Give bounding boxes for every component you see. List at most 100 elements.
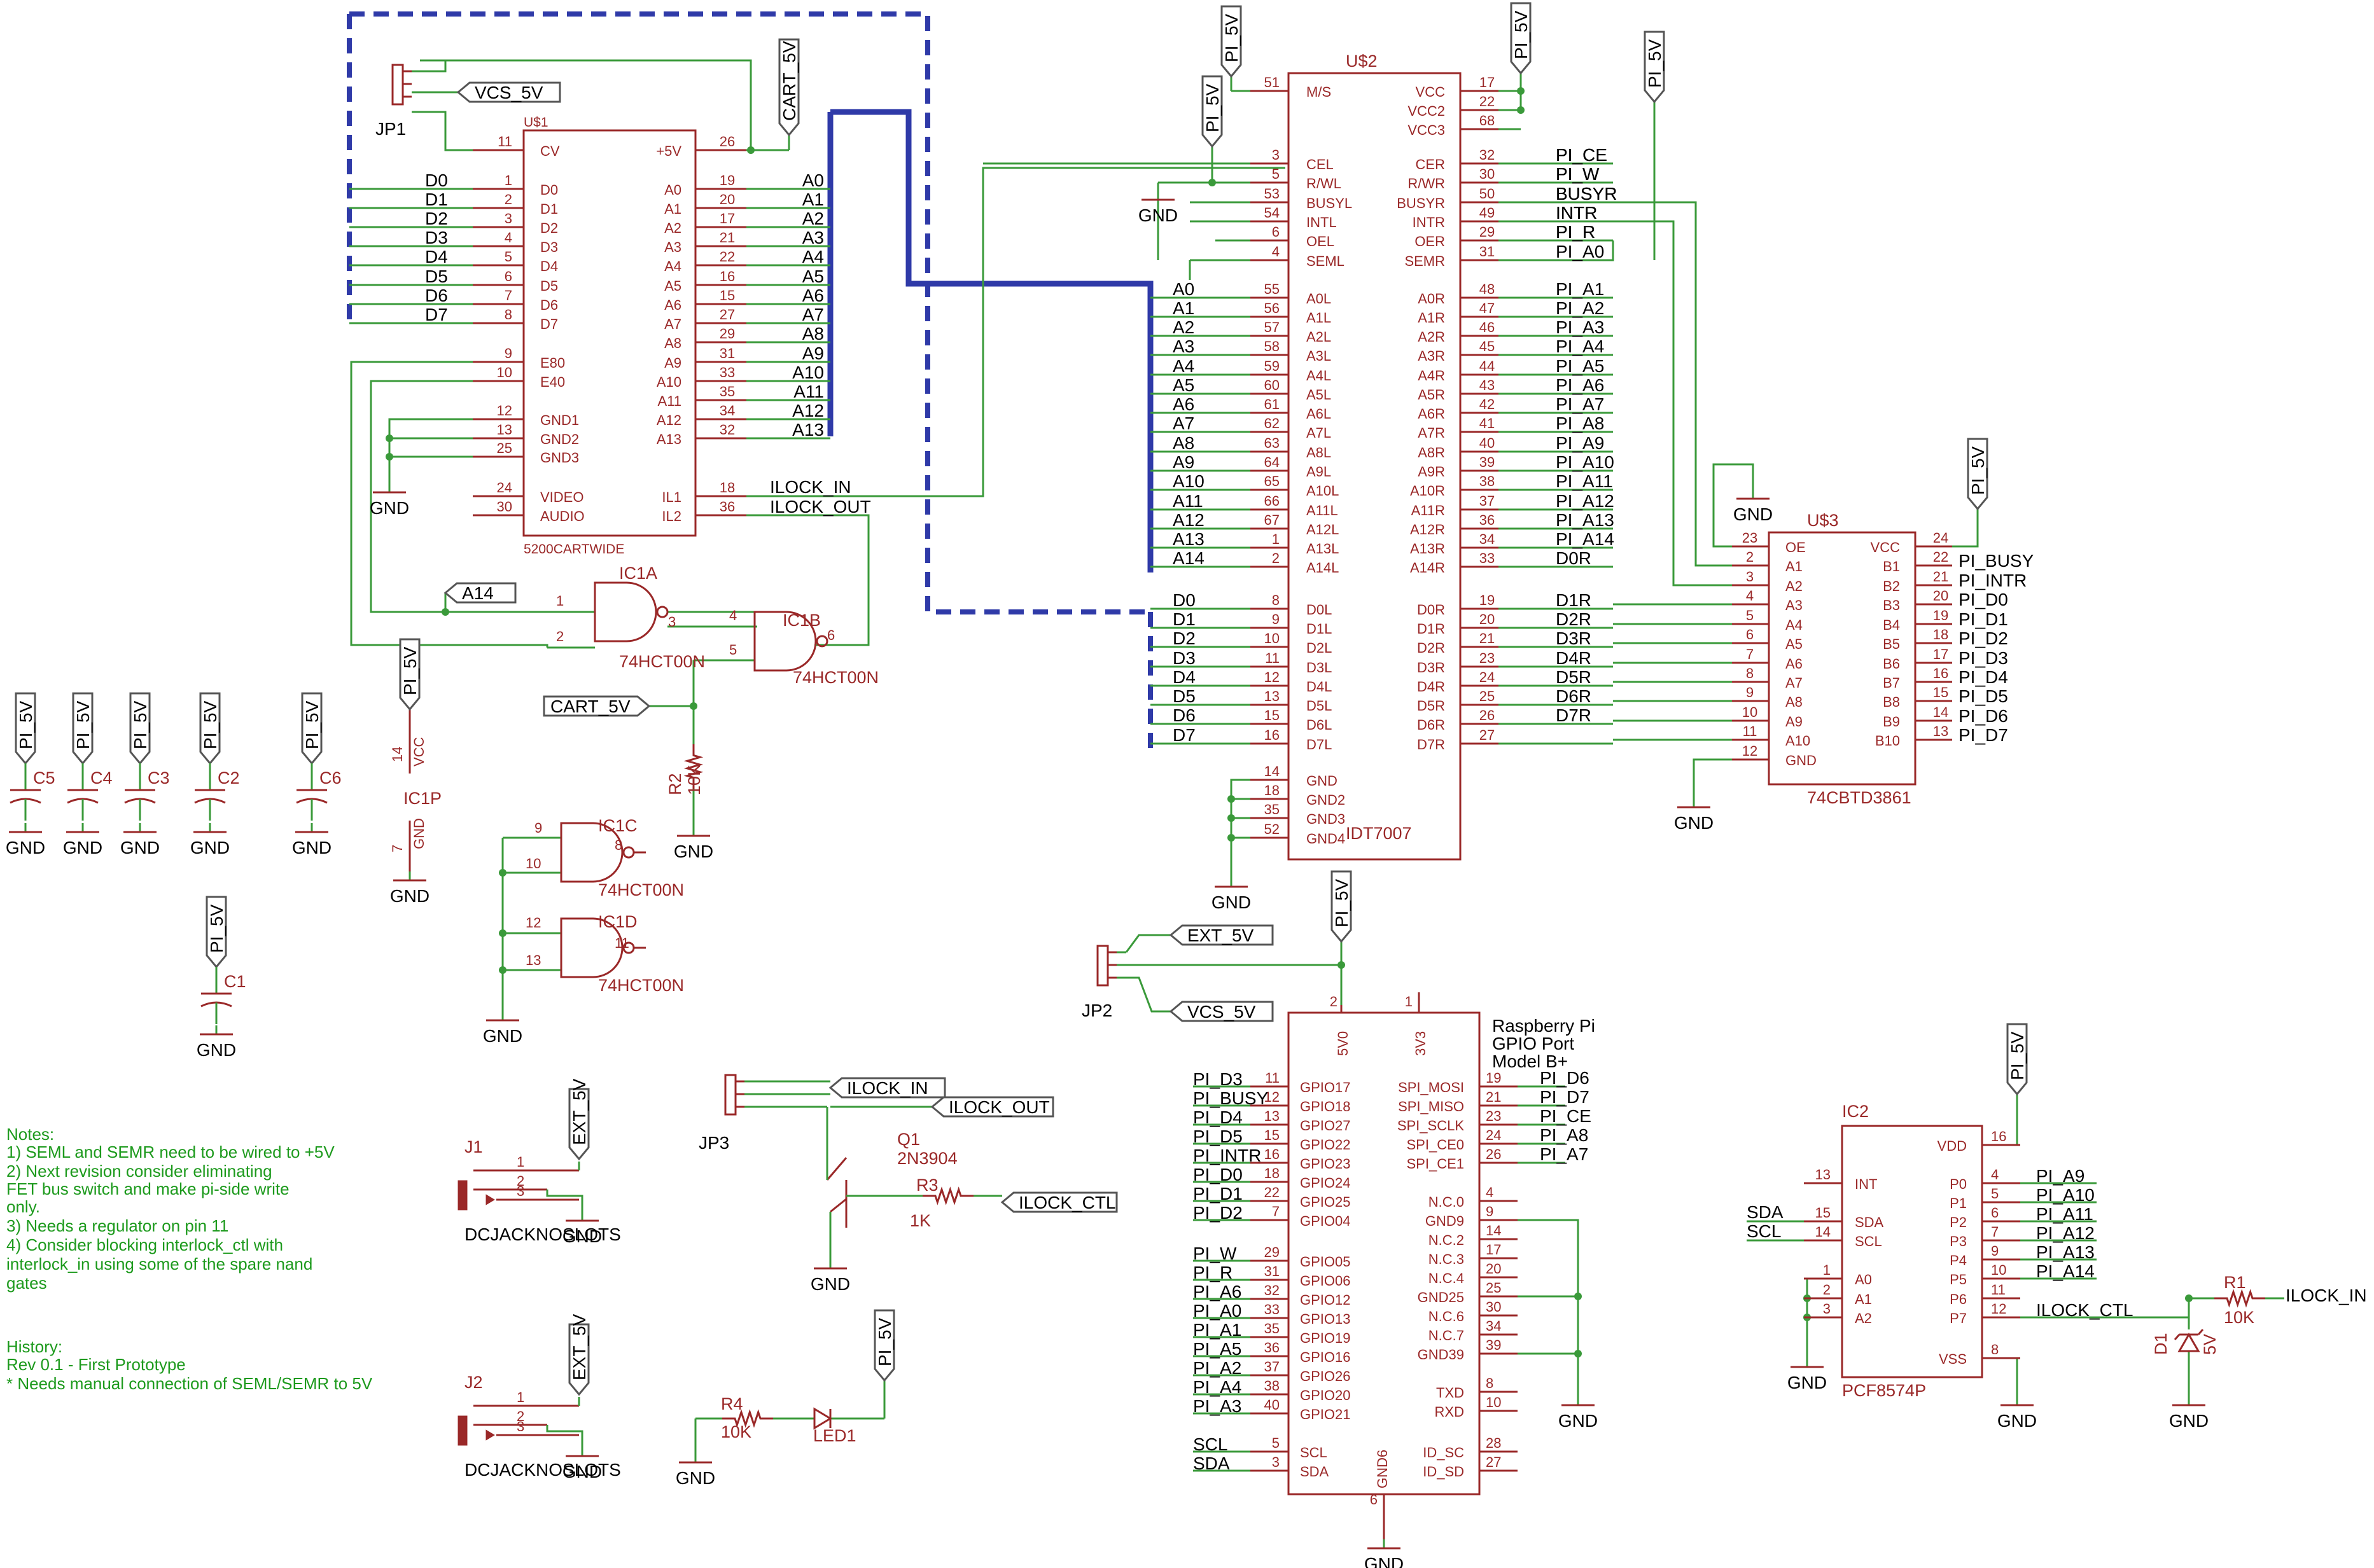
chip-ic2-pin-num: 8 [1991,1342,1999,1357]
gnd-label: GND [390,886,429,906]
chip-u2-pin-name: OER [1414,233,1445,249]
chip-rpi-pin-name: N.C.3 [1428,1251,1464,1267]
chip-ic2-pin-num: 6 [1991,1205,1999,1221]
gnd-label: GND [63,838,102,857]
chip-u1-pin-num: 11 [498,134,512,149]
chip-u1-pin-num: 1 [505,172,512,188]
gate-pin-num: 4 [729,607,737,623]
net-flag-label: ILOCK_CTL [1019,1193,1116,1212]
chip-ic2-pin-num: 7 [1991,1224,1999,1240]
chip-u2-pin-name: A12L [1306,522,1339,538]
gate-ic1a-value: 74HCT00N [619,652,705,671]
gate-ic1d-ref: IC1D [598,912,638,931]
wire [1693,758,1732,798]
chip-u2-pin-num: 57 [1264,319,1280,335]
net-label-rpi: PI_A0 [1193,1301,1241,1321]
gnd-label: GND [562,1226,602,1246]
net-label-u2-right: PI_A8 [1556,413,1604,433]
chip-ic2-pin-name: INT [1855,1176,1877,1192]
net-flag-label: PI_5V [1332,878,1351,927]
chip-u3-pin-num: 12 [1742,743,1757,759]
chip-rpi-pin-name: SPI_SCLK [1397,1118,1464,1134]
chip-u1-pin-num: 21 [720,230,735,246]
net-label-u3: PI_D6 [1959,706,2008,726]
jack-pin-num: 2 [517,1173,524,1189]
chip-rpi-pin-name: GPIO25 [1300,1194,1350,1210]
net-flag [301,692,323,765]
chip-u2-pin-name: D3L [1306,660,1332,676]
chip-u1-pin-name: A3 [664,239,681,255]
chip-u2-pin-name: A4R [1418,368,1445,384]
chip-rpi-pin-name: GPIO16 [1300,1349,1350,1365]
chip-ic2-pin-name: P1 [1950,1195,1967,1211]
chip-u2-pin-num: 60 [1264,377,1280,393]
chip-rpi-pin-num: 34 [1486,1318,1501,1334]
r3-ref: R3 [916,1176,939,1195]
wire [1712,463,1754,548]
net-label-data: D5 [1173,686,1196,706]
chip-u1-pin-name: A8 [664,335,681,351]
chip-rpi-pin-name: GND9 [1425,1213,1464,1229]
net-label-u3: PI_D0 [1959,590,2008,609]
net-label-u2-right: INTR [1556,203,1597,223]
net-label-u2-right: D7R [1556,705,1591,725]
chip-u2-pin-num: 43 [1479,377,1495,393]
chip-u2-ref: U$2 [1346,52,1378,71]
chip-u1-pin-num: 3 [505,211,512,226]
chip-rpi-pin-num: 23 [1486,1108,1501,1124]
net-label-address: A11 [793,382,824,401]
chip-rpi-pin-num: 27 [1486,1454,1501,1470]
net-label-rpi: PI_D2 [1193,1203,1243,1223]
chip-u2-pin-num: 4 [1272,244,1280,260]
net-flag-label: EXT_5V [569,1314,589,1380]
chip-u2-pin-name: A12R [1410,522,1445,538]
chip-u2-pin-num: 2 [1272,550,1280,566]
chip-u3-pin-name: B4 [1883,617,1900,633]
chip-u1-pin-name: D0 [540,182,558,198]
net-label-u2-right: PI_A6 [1556,375,1604,395]
net-label-control: PI_R [1556,222,1595,242]
j2-ref: J2 [464,1373,483,1392]
r3-value: 1K [910,1211,931,1230]
chip-rpi-pin-num: 36 [1264,1340,1280,1356]
net-label-data: D2 [425,209,448,228]
chip-ic2-pin-name: VSS [1939,1351,1967,1367]
chip-u2-pin-num: 54 [1264,205,1280,221]
chip-u3-pin-num: 22 [1933,549,1948,565]
q1-value: 2N3904 [897,1149,958,1168]
chip-rpi-pin-num: 7 [1272,1204,1280,1219]
chip-u2-pin-name: D0L [1306,602,1332,618]
net-flag [399,638,421,711]
chip-u1-pin-num: 6 [505,268,512,284]
chip-u1-pin-num: 31 [720,345,735,361]
chip-rpi-pin-num: 5 [1272,1435,1280,1451]
chip-u1-pin-name: A4 [664,258,681,274]
chip-u2-pin-name: A11L [1306,503,1338,518]
net-label-u2-right: PI_A0 [1556,242,1604,261]
chip-u2-pin-num: 22 [1479,94,1495,109]
chip-ic2-pin-num: 3 [1823,1301,1831,1317]
net-label-u2-right: PI_A14 [1556,529,1614,549]
dc-jack-body [457,1415,468,1446]
net-label-rpi: PI_D3 [1193,1069,1243,1089]
rpi-title1: Raspberry Pi [1492,1016,1595,1036]
net-label-ic2: PI_A14 [2036,1261,2095,1281]
net-label-rpi: PI_A8 [1540,1125,1588,1145]
bus-address [830,109,1154,572]
net-flag-label: VCS_5V [1187,1002,1256,1022]
chip-u3-pin-num: 23 [1742,530,1757,546]
net-label-ic2: PI_A12 [2036,1223,2095,1243]
gate-pin-num: 13 [526,952,541,968]
chip-ic2-value: PCF8574P [1842,1381,1926,1400]
chip-u2-pin-name: M/S [1306,84,1331,100]
gnd-label: GND [370,498,409,518]
chip-u2-pin-num: 32 [1479,147,1495,163]
chip-u2-pin-name: D5L [1306,698,1332,714]
net-label-u2-right: BUSYR [1556,184,1617,204]
note-line: gates [6,1273,47,1293]
labels-layer: U$15200CARTWIDECV11D01D12D23D34D45D56D67… [6,10,2367,1568]
chip-ic2-pin-name: SDA [1855,1214,1884,1230]
chip-u2-pin-num: 17 [1479,74,1495,90]
chip-u3-pin-num: 15 [1933,684,1948,700]
chip-u3-pin-num: 17 [1933,646,1948,662]
